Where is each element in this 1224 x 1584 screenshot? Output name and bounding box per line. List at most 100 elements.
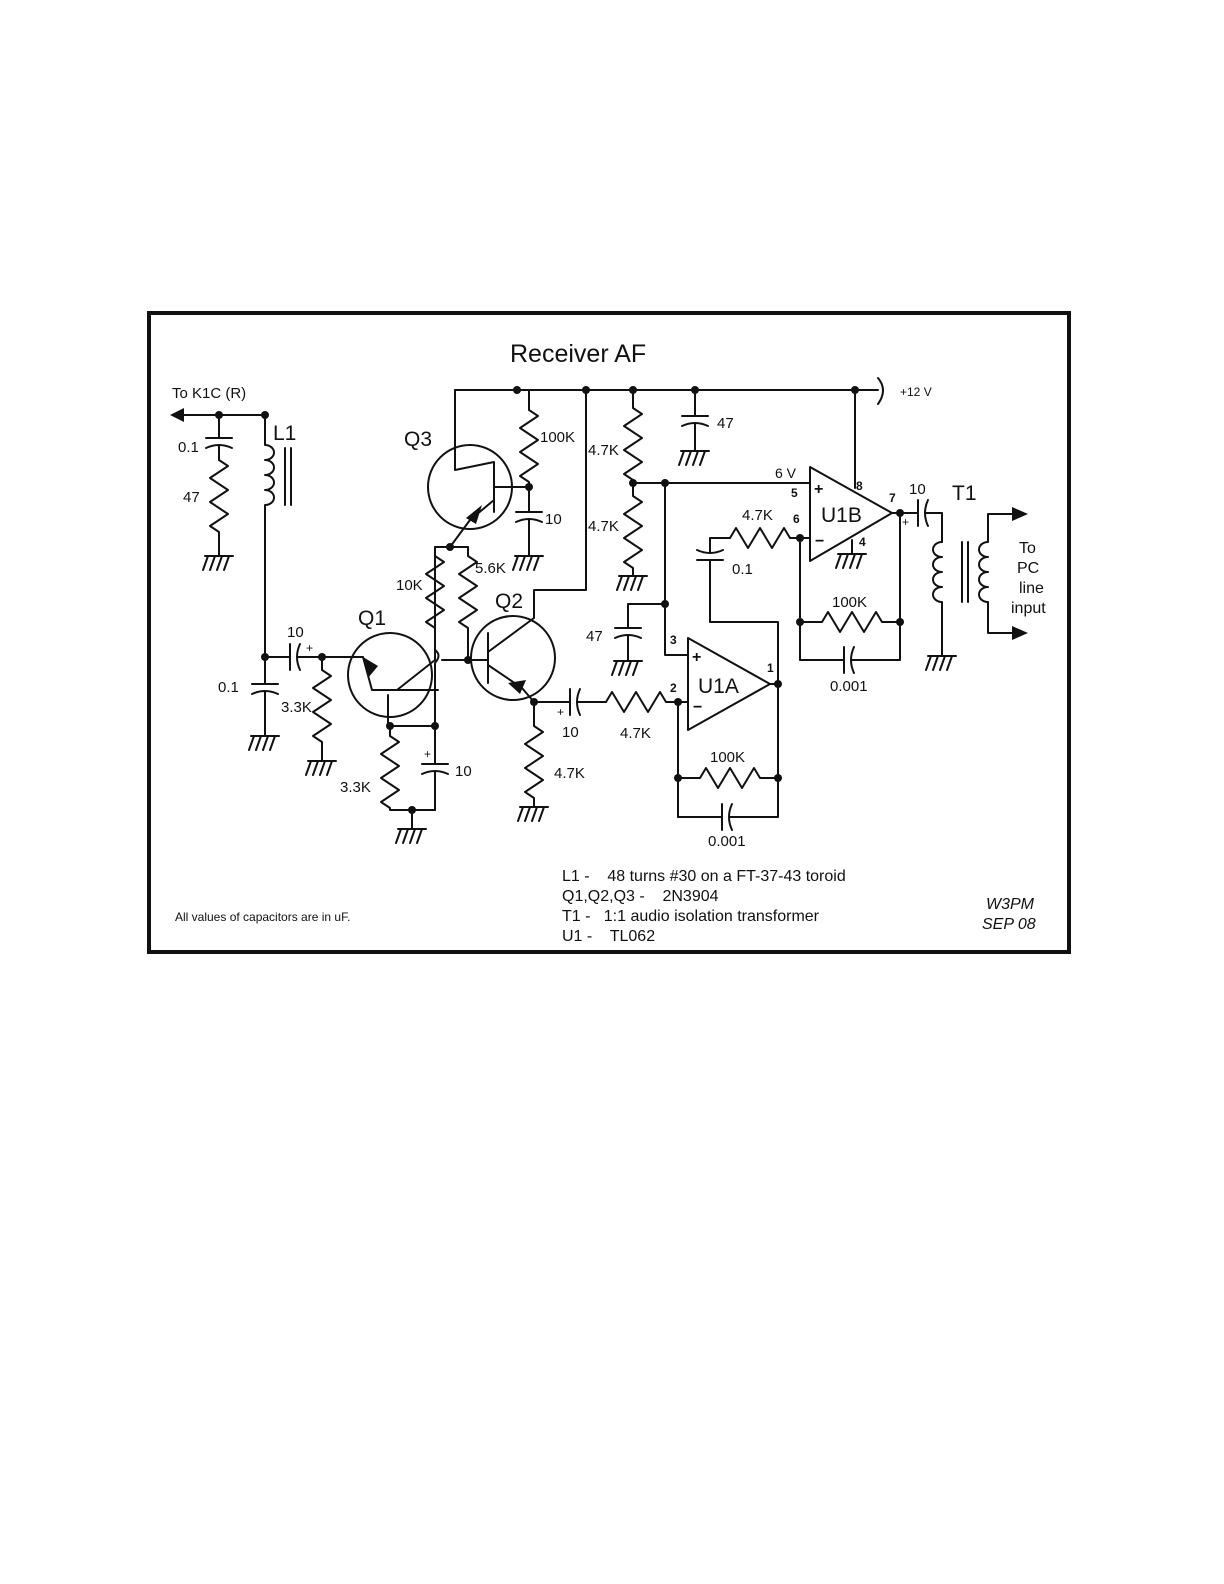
r-47k-bot-label: 4.7K xyxy=(588,518,619,535)
u1b-minus: − xyxy=(815,533,824,550)
bom-line-2: Q1,Q2,Q3 - 2N3904 xyxy=(562,888,719,905)
q3-leads xyxy=(449,389,531,548)
q1-label: Q1 xyxy=(358,607,386,630)
ground-symbol xyxy=(678,450,710,466)
q3-label: Q3 xyxy=(404,428,432,451)
arrow-to-k1c xyxy=(170,408,184,422)
transistor-q1 xyxy=(347,632,433,718)
pin-8: 8 xyxy=(856,479,863,493)
r-33k-emit-label: 3.3K xyxy=(340,779,371,796)
capacitor-units-note: All values of capacitors are in uF. xyxy=(175,910,350,924)
bom-line-3: T1 - 1:1 audio isolation transformer xyxy=(562,908,820,925)
c-01-l1-label: 0.1 xyxy=(178,439,199,456)
c-0001-u1b-label: 0.001 xyxy=(830,678,868,695)
r-47k-top-label: 4.7K xyxy=(588,442,619,459)
ground-symbol xyxy=(611,660,643,676)
c-47-mid-label: 47 xyxy=(586,628,603,645)
supply-label: +12 V xyxy=(900,385,932,399)
capacitor-0.1-input xyxy=(251,656,279,736)
q3-emitter-arrow xyxy=(466,505,482,524)
opamp-u1b xyxy=(809,466,893,562)
to-pc-line-3: line xyxy=(1019,580,1044,597)
wire xyxy=(411,659,489,691)
ground-symbol xyxy=(305,760,337,776)
capacitor-0.001-u1b xyxy=(799,621,901,674)
pin-7: 7 xyxy=(889,491,896,505)
wire xyxy=(664,482,689,656)
diagram-border xyxy=(147,311,1071,954)
c-10-q2-label: 10 xyxy=(562,724,579,741)
pin-3: 3 xyxy=(670,633,677,647)
pin-1: 1 xyxy=(767,661,774,675)
pin-5: 5 xyxy=(791,486,798,500)
transformer-t1-secondary xyxy=(978,513,1013,634)
resistor-4.7k-u1b xyxy=(729,527,811,549)
capacitor-10-input xyxy=(264,643,349,671)
transformer-t1-core xyxy=(961,541,969,603)
ground-symbol xyxy=(395,809,427,844)
bom-line-4: U1 - TL062 xyxy=(562,928,655,945)
wire xyxy=(709,585,779,685)
t1-label: T1 xyxy=(952,482,977,505)
q2-emitter-arrow xyxy=(508,680,526,694)
junction-dot xyxy=(513,386,521,394)
resistor-3.3k-base xyxy=(312,656,332,761)
pin-2: 2 xyxy=(670,681,677,695)
resistor-100k-u1b xyxy=(799,512,901,661)
c-10-q3-label: 10 xyxy=(545,511,562,528)
r-47k-u1a-label: 4.7K xyxy=(620,725,651,742)
date-label: SEP 08 xyxy=(982,916,1036,933)
u1b-power-leads xyxy=(851,389,856,554)
author-label: W3PM xyxy=(986,896,1035,913)
r-100k-u1b-label: 100K xyxy=(832,594,867,611)
inductor-l1 xyxy=(264,414,275,656)
ground-symbol xyxy=(616,575,648,591)
arrow-to-pc-top xyxy=(1012,507,1028,521)
u1a-label: U1A xyxy=(698,675,739,698)
r-33k-base-label: 3.3K xyxy=(281,699,312,716)
capacitor-0.1-u1b xyxy=(696,537,731,587)
ground-symbol xyxy=(202,555,234,571)
u1b-plus: + xyxy=(814,481,823,498)
q1-leads xyxy=(347,656,436,727)
supply-break-symbol xyxy=(877,377,884,405)
opamp-u1a xyxy=(687,637,771,731)
plus-sign: + xyxy=(557,705,564,719)
plus-sign: + xyxy=(902,515,909,529)
c-0001-u1a-label: 0.001 xyxy=(708,833,746,850)
junction-dot xyxy=(796,618,804,626)
r-100k-u1a-label: 100K xyxy=(710,749,745,766)
junction-dot xyxy=(674,774,682,782)
ground-symbol xyxy=(925,655,957,671)
pin-6: 6 xyxy=(793,512,800,526)
u1a-minus: − xyxy=(693,699,702,716)
ground-symbol xyxy=(835,553,867,569)
c-10-emit-label: 10 xyxy=(455,763,472,780)
to-pc-line-1: To xyxy=(1019,540,1036,557)
resistor-4.7k-bottom xyxy=(623,482,643,576)
r-47k-q2e-label: 4.7K xyxy=(554,765,585,782)
transformer-t1-primary xyxy=(932,541,943,656)
r-10k-label: 10K xyxy=(396,577,423,594)
resistor-100k-q3 xyxy=(519,389,539,488)
capacitor-47-mid xyxy=(614,603,666,661)
r-56k-label: 5.6K xyxy=(475,560,506,577)
to-k1c-label: To K1C (R) xyxy=(172,385,246,402)
r-47-l1-label: 47 xyxy=(183,489,200,506)
transistor-q2 xyxy=(470,615,556,701)
inductor-core xyxy=(284,447,292,506)
c-01-u1b-label: 0.1 xyxy=(732,561,753,578)
capacitor-0.001-u1a xyxy=(677,777,779,831)
resistor-100k-u1a xyxy=(677,683,779,818)
ground-symbol xyxy=(512,555,544,571)
q2-label: Q2 xyxy=(495,590,523,613)
resistor-5.6k xyxy=(458,546,478,661)
resistor-4.7k-u1a-in xyxy=(605,691,689,713)
to-pc-line-2: PC xyxy=(1017,560,1039,577)
capacitor-10-emitter xyxy=(421,725,449,811)
capacitor-0.1-l1 xyxy=(205,414,233,461)
q1-emitter-arrow xyxy=(363,657,378,678)
ground-symbol xyxy=(517,806,549,822)
arrow-to-pc-bottom xyxy=(1012,626,1028,640)
ground-symbol xyxy=(248,735,280,751)
